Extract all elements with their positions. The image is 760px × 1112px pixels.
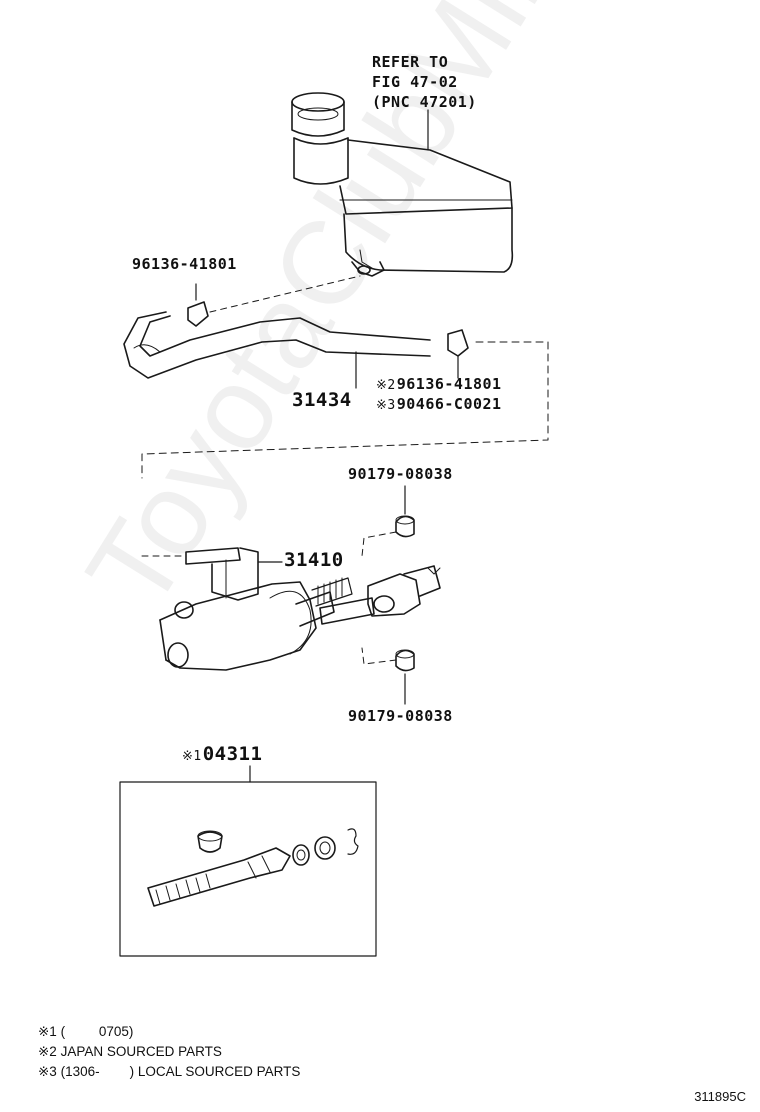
clip-right-shape bbox=[141, 329, 549, 479]
part-clip-right-row[interactable]: ※296136-41801 bbox=[376, 376, 502, 394]
reservoir-tank bbox=[291, 92, 514, 277]
part-master-cylinder[interactable]: 31410 bbox=[284, 549, 344, 571]
part-clip-top[interactable]: 96136-41801 bbox=[132, 255, 237, 273]
part-clip-alt-row[interactable]: ※390466-C0021 bbox=[376, 396, 502, 414]
clip-right-mark: ※2 bbox=[376, 378, 396, 393]
part-hose[interactable]: 31434 bbox=[292, 389, 352, 411]
part-clip-alt: 90466-C0021 bbox=[396, 395, 502, 413]
figure-code: 311895C bbox=[694, 1089, 746, 1104]
clip-top-shape bbox=[187, 275, 361, 327]
master-cylinder-shape bbox=[141, 547, 441, 671]
footnote-3: ※3 (1306- ) LOCAL SOURCED PARTS bbox=[38, 1064, 301, 1079]
repair-kit-mark: ※1 bbox=[182, 749, 202, 764]
part-repair-kit-row[interactable]: ※104311 bbox=[182, 744, 262, 767]
clip-alt-mark: ※3 bbox=[376, 398, 396, 413]
footnote-2: ※2 JAPAN SOURCED PARTS bbox=[38, 1044, 222, 1059]
refer-to-line-2: FIG 47-02 bbox=[372, 73, 458, 91]
hose-shape bbox=[123, 311, 431, 389]
refer-to-line-1: REFER TO bbox=[372, 53, 449, 71]
part-repair-kit: 04311 bbox=[202, 743, 263, 765]
part-boot-bottom[interactable]: 90179-08038 bbox=[348, 707, 453, 725]
repair-kit-box bbox=[119, 765, 377, 957]
boot-top-shape bbox=[361, 485, 415, 557]
footnote-1: ※1 ( 0705) bbox=[38, 1024, 134, 1039]
refer-to-line-3: (PNC 47201) bbox=[372, 93, 477, 111]
boot-bottom-shape bbox=[361, 647, 415, 705]
part-boot-top[interactable]: 90179-08038 bbox=[348, 465, 453, 483]
part-clip-right: 96136-41801 bbox=[396, 375, 502, 393]
